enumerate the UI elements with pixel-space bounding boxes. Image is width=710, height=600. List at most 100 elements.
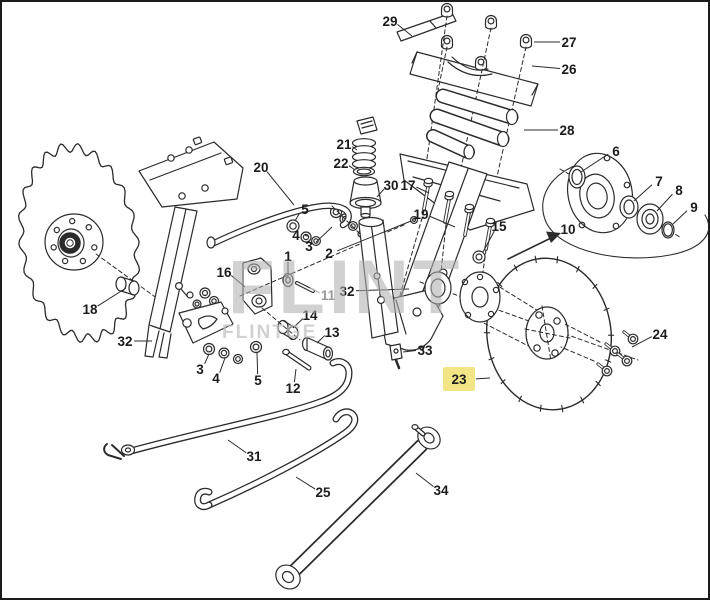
part-number: 4: [292, 228, 300, 243]
leader-line: [416, 186, 430, 194]
leader-line: [293, 368, 297, 383]
leader-line: [295, 476, 316, 490]
part-number: 9: [690, 200, 698, 215]
left-disc-hub: [44, 213, 159, 300]
part-number: 1: [284, 249, 292, 264]
leader-line: [672, 210, 688, 225]
leader-line: [376, 188, 385, 198]
lower-arms-group: [103, 358, 441, 590]
leader-line: [256, 352, 259, 375]
part-number: 28: [559, 123, 575, 138]
callout-5-2: 5: [254, 352, 262, 388]
part-number: 20: [253, 160, 268, 175]
callout-14: 14: [292, 308, 318, 329]
leader-line: [304, 235, 309, 237]
highlight-box: [443, 367, 475, 391]
part-number: 27: [561, 35, 576, 50]
callout-8: 8: [656, 183, 683, 212]
callout-23: 23: [443, 367, 491, 391]
right-disc-hub-group: [419, 271, 639, 377]
callout-7: 7: [633, 174, 663, 202]
part-number: 29: [382, 14, 397, 29]
part-number: 22: [333, 156, 348, 171]
leader-line: [631, 336, 653, 348]
leader-line: [204, 353, 210, 365]
callout-12: 12: [285, 368, 301, 396]
callout-34: 34: [415, 472, 449, 498]
part-number: 31: [246, 449, 262, 464]
callout-26: 26: [531, 62, 577, 77]
part-number: 5: [254, 373, 262, 388]
part-number: 15: [491, 219, 507, 234]
callout-10: 10: [560, 222, 575, 237]
callout-24: 24: [631, 327, 668, 348]
part-number: 26: [561, 62, 577, 77]
leader-line: [316, 335, 326, 344]
callout-3: 3: [305, 226, 333, 254]
callout-21: 21: [336, 137, 358, 152]
watermark: FLINT FLINTGE: [222, 245, 463, 343]
leader-line: [97, 287, 127, 307]
callout-3-2: 3: [196, 353, 210, 377]
callout-2: 2: [325, 220, 412, 261]
leader-line: [348, 165, 356, 171]
leader-line: [355, 288, 410, 292]
leader-line: [633, 184, 653, 202]
leader-line: [429, 215, 456, 228]
leader-line: [656, 193, 673, 212]
part-number: 34: [433, 483, 449, 498]
callout-31: 31: [227, 439, 262, 464]
assembly-direction-arrow: [507, 231, 561, 260]
leader-line: [402, 350, 417, 353]
spring-adapter-stack: [331, 116, 382, 243]
callout-11: 11: [309, 287, 336, 303]
leader-line: [475, 377, 491, 380]
leader-line: [531, 65, 561, 70]
callout-25: 25: [295, 476, 331, 500]
part-number: 3: [196, 362, 204, 377]
callout-17: 17: [400, 178, 430, 194]
part-number: 11: [321, 288, 336, 303]
callout-29: 29: [382, 14, 413, 37]
leader-line: [309, 287, 320, 294]
part-number: 5: [301, 202, 309, 217]
callout-19: 19: [413, 207, 456, 228]
leader-line: [292, 318, 304, 329]
watermark-text-large: FLINT: [228, 245, 463, 330]
part-number: 25: [315, 485, 331, 500]
part-number: 10: [560, 222, 575, 237]
part-number: 2: [325, 246, 333, 261]
callout-28: 28: [524, 123, 575, 138]
leader-line: [266, 171, 295, 206]
part-number: 13: [324, 325, 340, 340]
part-number: 7: [655, 174, 663, 189]
callout-30: 30: [376, 178, 399, 198]
callout-32-2: 32: [117, 334, 152, 349]
callout-22: 22: [333, 156, 356, 171]
part-number: 16: [216, 265, 232, 280]
part-number: 17: [400, 178, 415, 193]
leader-line: [415, 472, 434, 488]
part-number: 23: [451, 372, 467, 387]
part-number: 21: [336, 137, 352, 152]
callout-6: 6: [580, 144, 620, 173]
leader-line: [482, 230, 495, 253]
callout-27: 27: [534, 35, 577, 50]
part-number: 4: [212, 371, 220, 386]
leader-line: [227, 439, 247, 454]
top-clamp-assembly: [396, 2, 539, 200]
leader-line: [580, 153, 609, 173]
callout-9: 9: [672, 200, 698, 225]
callout-20: 20: [253, 160, 295, 206]
callout-4: 4: [292, 228, 309, 243]
callout-5: 5: [294, 202, 309, 222]
callout-13: 13: [316, 325, 340, 344]
callout-15: 15: [482, 219, 507, 253]
leader-line: [294, 213, 300, 222]
part-number: 30: [383, 178, 398, 193]
part-number: 32: [117, 334, 132, 349]
